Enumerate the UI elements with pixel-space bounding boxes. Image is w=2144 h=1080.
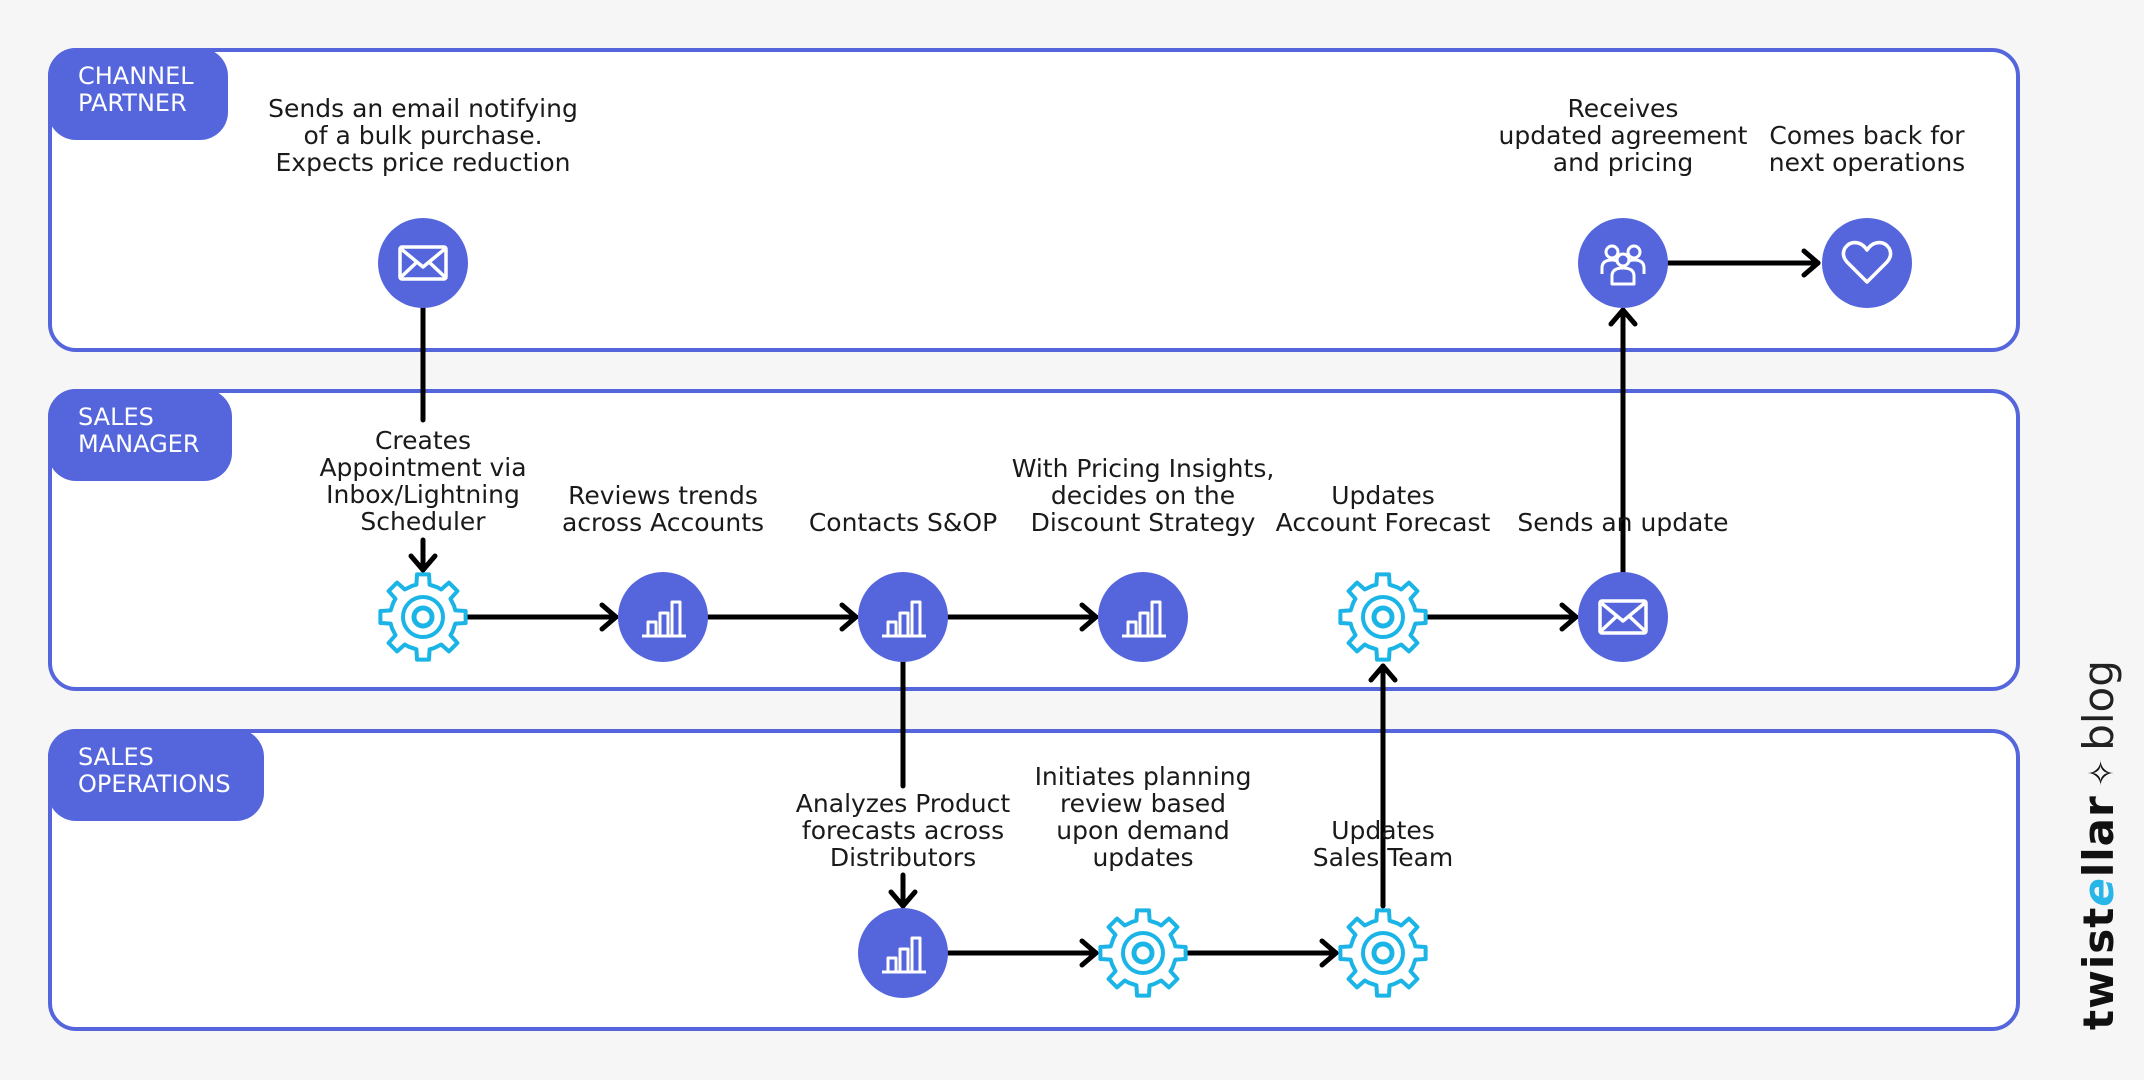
gear-outline	[378, 572, 468, 662]
lane-label-channel-partner: CHANNEL PARTNER	[48, 48, 228, 140]
gear-hub	[1371, 941, 1395, 965]
team-icon	[1600, 244, 1646, 286]
label-sends-update: Sends an update	[1517, 508, 1729, 537]
brand-suffix: blog	[2074, 660, 2123, 751]
gear-icon	[1338, 572, 1428, 662]
arrow-head	[599, 602, 619, 632]
arrow-head	[408, 553, 438, 573]
lane-label-line: PARTNER	[78, 89, 187, 117]
chart-bar-glyph	[658, 611, 670, 638]
gear-ring	[1121, 931, 1165, 975]
lane-label-line: CHANNEL	[78, 62, 194, 90]
chart-bar-glyph	[646, 620, 658, 638]
bar-chart-icon	[882, 600, 926, 638]
brand-word-suffix: llar	[2074, 795, 2123, 878]
label-initiates-planning: Initiates planning review based upon dem…	[1034, 762, 1252, 872]
gear-icon	[378, 572, 468, 662]
bar-chart-icon	[642, 600, 686, 638]
heart-icon	[1841, 240, 1893, 284]
gear-hub	[411, 605, 435, 629]
gear-outline	[1338, 572, 1428, 662]
gear-ring	[401, 595, 445, 639]
chart-bar-glyph	[886, 956, 898, 974]
label-reviews-trends: Reviews trends across Accounts	[561, 481, 765, 537]
lane-label-line: MANAGER	[78, 430, 200, 458]
gear-node-appointment	[378, 572, 468, 662]
team-node	[1578, 218, 1668, 308]
label-analyzes-forecasts: Analyzes Product forecasts across Distri…	[795, 789, 1011, 872]
chart-bar-glyph	[898, 947, 910, 974]
chart-bar-glyph	[1150, 600, 1162, 638]
label-creates-appointment: Creates Appointment via Inbox/Lightning …	[319, 426, 527, 536]
chart-node-analyzes	[858, 908, 948, 998]
gear-node-sales-team	[1338, 908, 1428, 998]
email-icon	[1598, 599, 1648, 635]
chart-bar-glyph	[886, 620, 898, 638]
lane-sales-operations: SALES OPERATIONS	[48, 729, 2020, 1031]
arrow-head	[1079, 938, 1099, 968]
arrow-head	[1559, 602, 1579, 632]
label-receives-agreement: Receives updated agreement and pricing	[1498, 94, 1748, 177]
label-contacts-sop: Contacts S&OP	[808, 508, 998, 537]
brand-wordmark: twistellar ✧ blog	[2074, 660, 2123, 1030]
lane-label-sales-operations: SALES OPERATIONS	[48, 729, 264, 821]
gear-ring	[1361, 931, 1405, 975]
bar-chart-icon	[1122, 600, 1166, 638]
label-comes-back: Comes back for next operations	[1768, 121, 1966, 177]
label-updates-sales-team: Updates Sales Team	[1312, 816, 1454, 872]
lane-label-line: SALES	[78, 743, 154, 771]
chart-bar-glyph	[1126, 620, 1138, 638]
heart-node	[1822, 218, 1912, 308]
gear-outline	[1098, 908, 1188, 998]
chart-bar-glyph	[910, 936, 922, 974]
label-updates-forecast: Updates Account Forecast	[1275, 481, 1491, 537]
label-pricing-insights: With Pricing Insights, decides on the Di…	[1011, 454, 1275, 537]
label-email-bulk: Sends an email notifying of a bulk purch…	[268, 94, 578, 177]
chart-node-pricing	[1098, 572, 1188, 662]
lane-sales-manager: SALES MANAGER	[48, 389, 2020, 691]
brand-word-prefix: twist	[2074, 906, 2123, 1030]
email-icon	[398, 245, 448, 281]
email-node-update	[1578, 572, 1668, 662]
gear-hub	[1371, 605, 1395, 629]
chart-node-reviews	[618, 572, 708, 662]
chart-node-contacts	[858, 572, 948, 662]
arrow-head	[839, 602, 859, 632]
gear-node-forecast	[1338, 572, 1428, 662]
chart-bar-glyph	[670, 600, 682, 638]
gear-icon	[1338, 908, 1428, 998]
gear-node-planning	[1098, 908, 1188, 998]
arrow-head	[1608, 307, 1638, 327]
chart-bar-glyph	[910, 600, 922, 638]
arrow-head	[1801, 248, 1821, 278]
chart-bar-glyph	[898, 611, 910, 638]
lane-label-line: OPERATIONS	[78, 770, 231, 798]
lane-channel-partner: CHANNEL PARTNER	[48, 48, 2020, 352]
lane-label-line: SALES	[78, 403, 154, 431]
chart-bar-glyph	[1138, 611, 1150, 638]
brand-word-accent: e	[2074, 877, 2123, 907]
arrow-head	[1079, 602, 1099, 632]
arrow-head	[888, 889, 918, 909]
arrow-head	[1368, 663, 1398, 683]
gear-ring	[1361, 595, 1405, 639]
gear-icon	[1098, 908, 1188, 998]
sparkle-icon: ✧	[2082, 758, 2122, 788]
bar-chart-icon	[882, 936, 926, 974]
arrow-head	[1319, 938, 1339, 968]
email-node	[378, 218, 468, 308]
gear-outline	[1338, 908, 1428, 998]
lane-label-sales-manager: SALES MANAGER	[48, 389, 232, 481]
gear-hub	[1131, 941, 1155, 965]
